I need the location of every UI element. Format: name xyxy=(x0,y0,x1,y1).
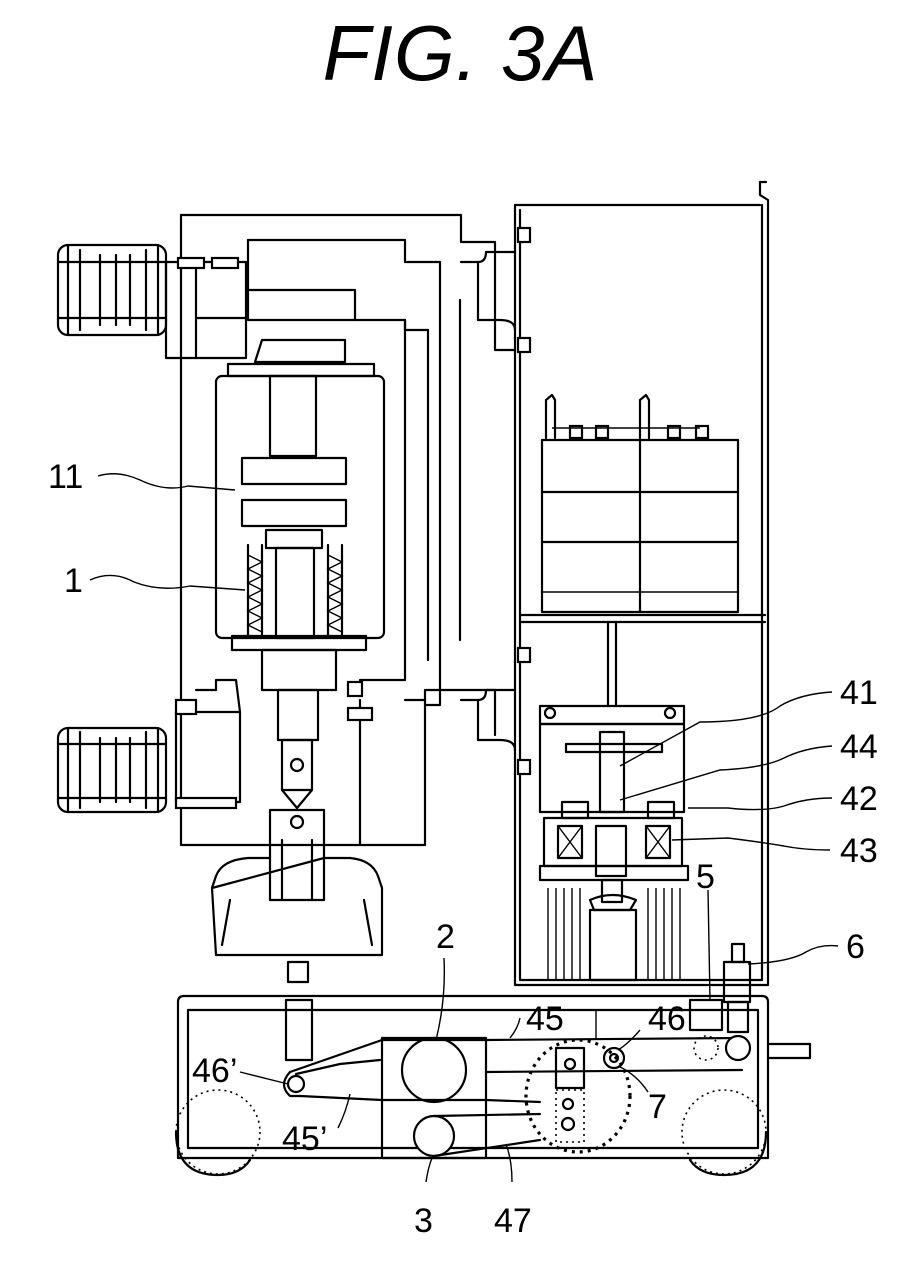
capacitor-block xyxy=(542,395,738,612)
reference-labels: 11 1 41 44 42 43 5 6 2 45 46 46’ 7 45’ 3… xyxy=(48,458,878,1240)
label-46: 46 xyxy=(648,1000,686,1038)
vacuum-interrupter xyxy=(216,340,384,740)
label-2: 2 xyxy=(436,918,455,956)
carriage-base xyxy=(176,944,810,1175)
label-47: 47 xyxy=(494,1202,532,1240)
insulating-rod xyxy=(212,740,382,1060)
label-41: 41 xyxy=(840,674,878,712)
electromagnetic-actuator xyxy=(540,622,688,980)
label-44: 44 xyxy=(840,728,878,766)
label-3: 3 xyxy=(414,1202,433,1240)
label-6: 6 xyxy=(846,928,865,966)
label-45-prime: 45’ xyxy=(282,1120,327,1158)
label-46-prime: 46’ xyxy=(192,1052,237,1090)
label-7: 7 xyxy=(648,1088,667,1126)
upper-terminal xyxy=(58,245,246,358)
label-45: 45 xyxy=(526,1000,564,1038)
label-43: 43 xyxy=(840,832,878,870)
lower-terminal xyxy=(58,680,240,812)
label-1: 1 xyxy=(64,562,83,600)
label-5: 5 xyxy=(696,858,715,896)
label-42: 42 xyxy=(840,780,878,818)
main-frame xyxy=(181,215,515,845)
label-11: 11 xyxy=(48,458,83,496)
right-cabinet xyxy=(461,182,768,985)
